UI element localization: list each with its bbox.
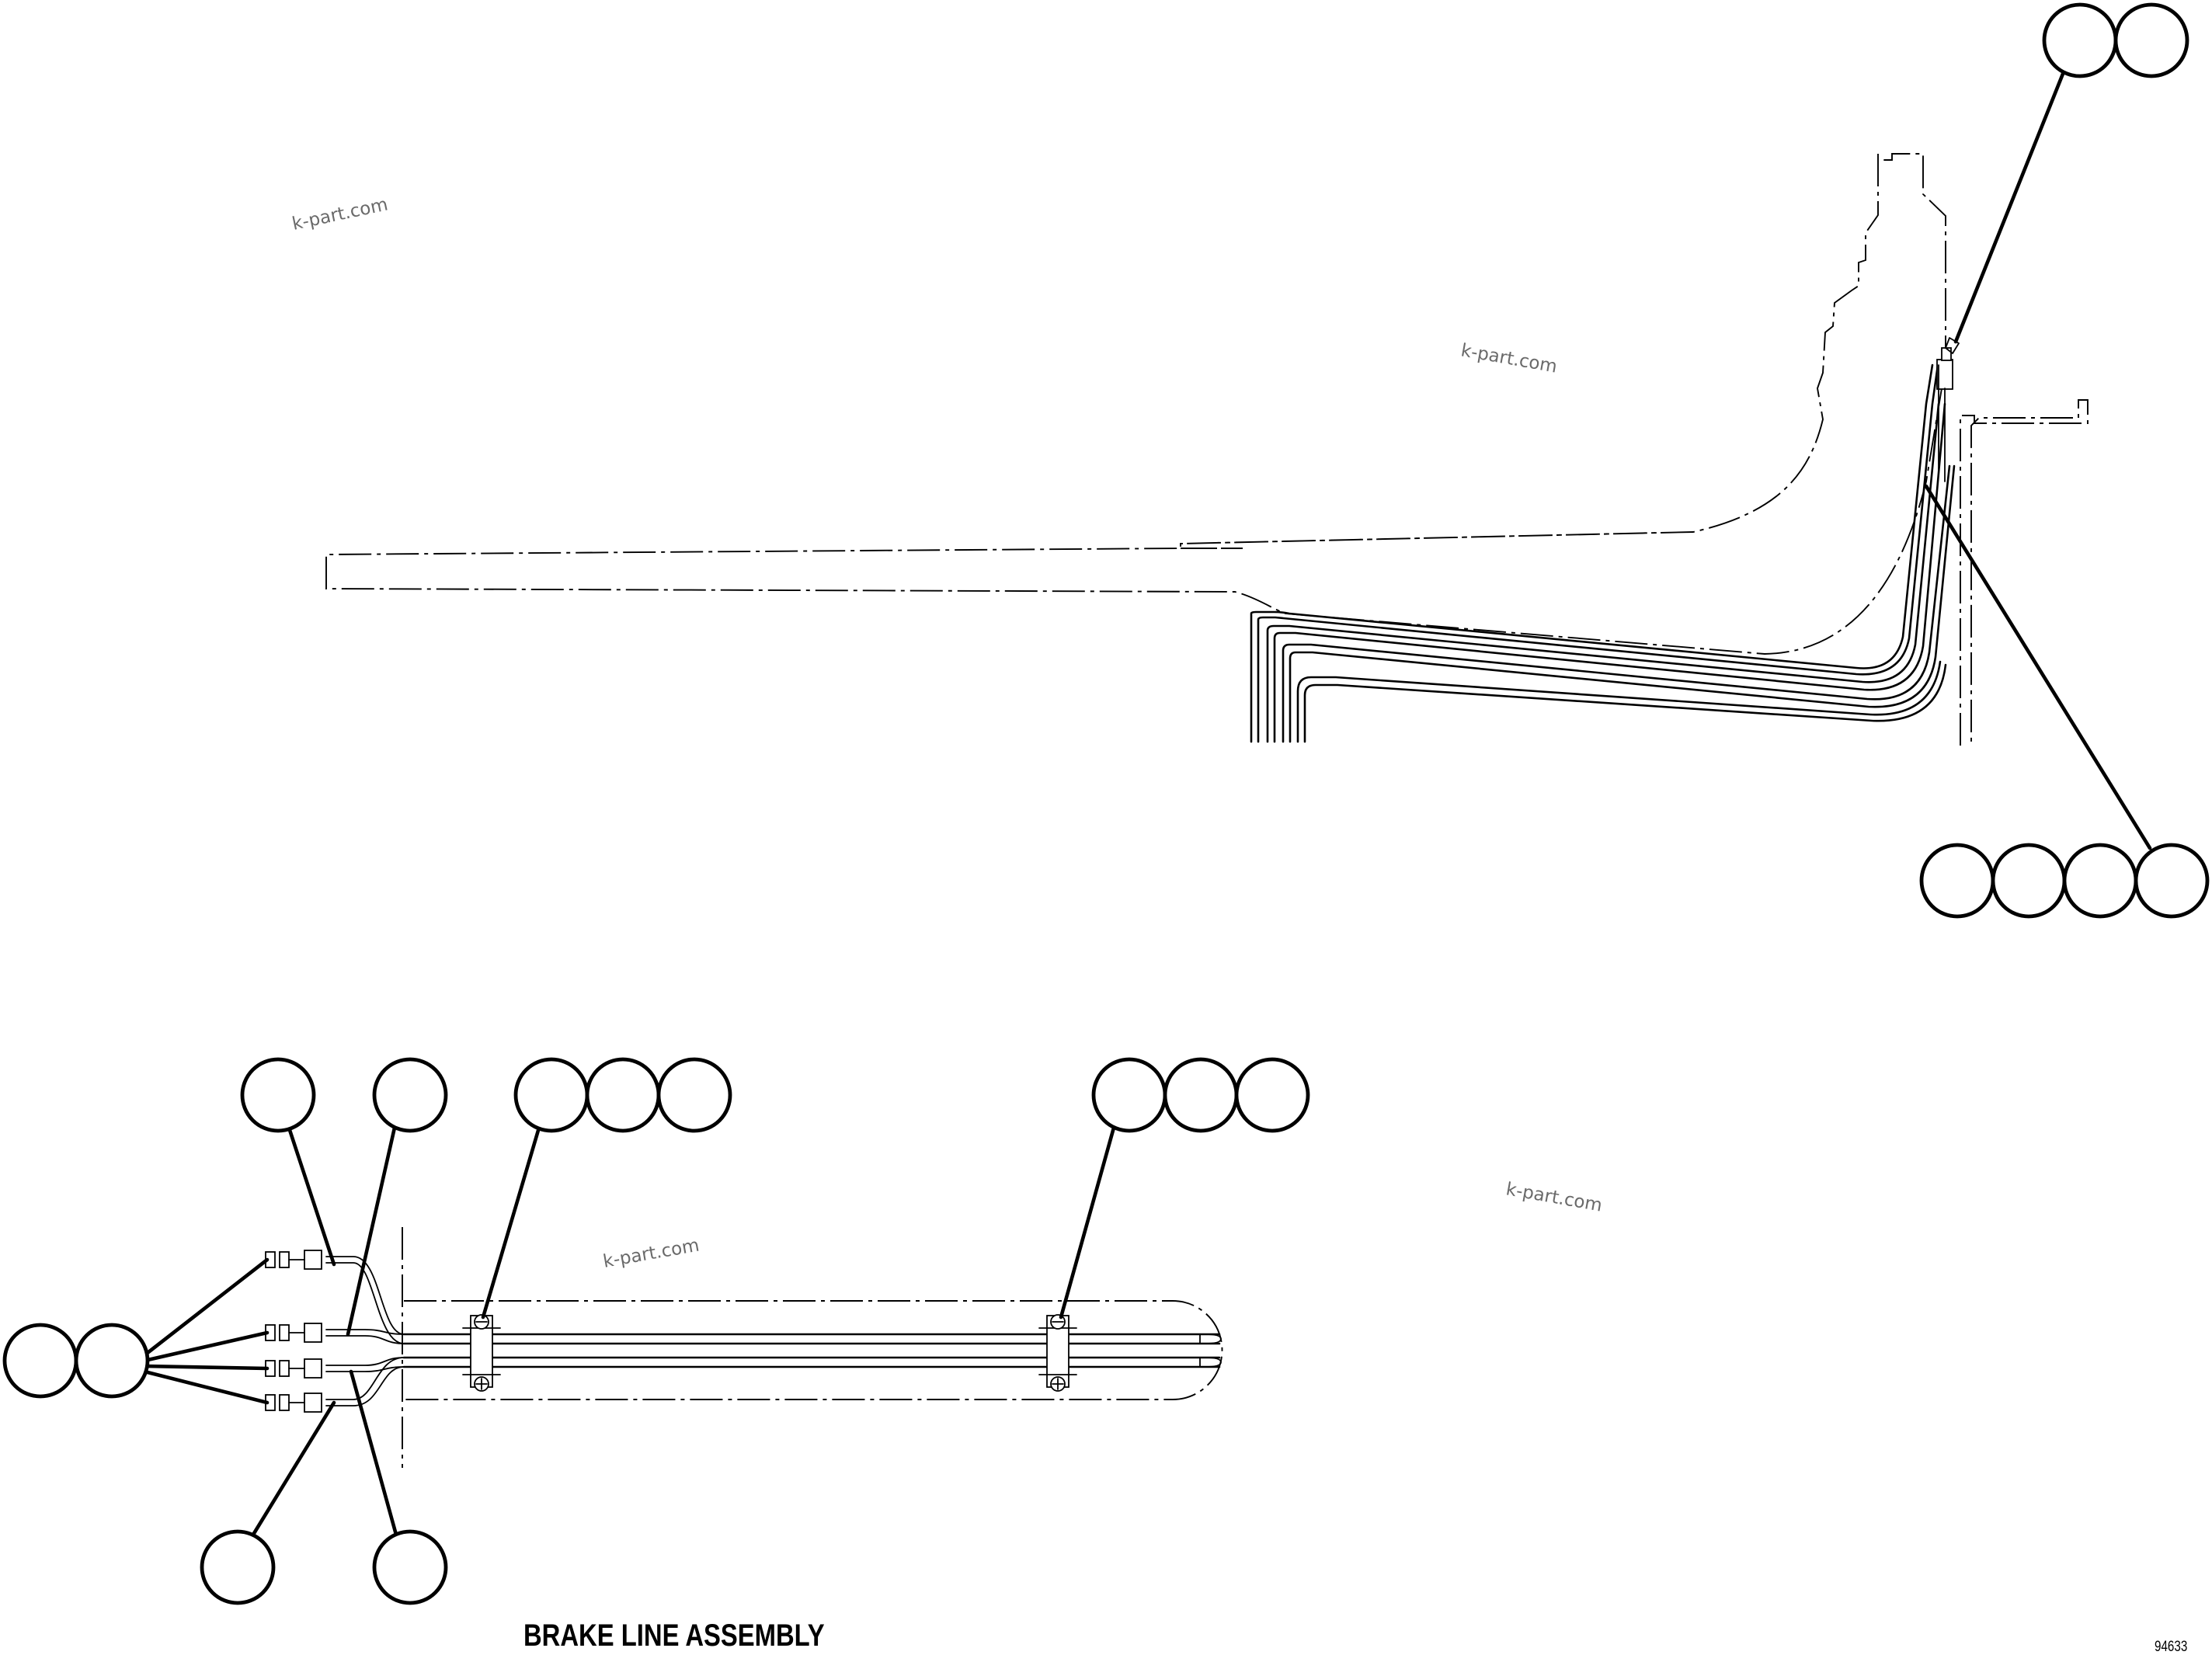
tube-end — [1205, 1333, 1222, 1344]
fitting-callouts — [2042, 2, 2189, 78]
callout-bubble — [200, 1529, 276, 1605]
brake-tube-1 — [1250, 363, 1934, 743]
upper-view — [325, 2, 2210, 919]
brake-tube-2-inner — [1273, 402, 1946, 743]
lower-tube-bundle — [402, 1333, 1222, 1368]
diagram-title: BRAKE LINE ASSEMBLY — [523, 1619, 825, 1653]
callout-bubble — [1234, 1057, 1310, 1133]
brake-tube-2 — [1266, 402, 1940, 743]
rail-outline-lower — [404, 1300, 1223, 1400]
rear-clamp — [1038, 1314, 1077, 1392]
lower-view — [2, 1057, 1310, 1605]
fitting-nut — [1936, 359, 1953, 390]
fitting-elbow — [1945, 337, 1960, 354]
front-clamp — [462, 1314, 501, 1392]
callout-bubble — [656, 1057, 732, 1133]
front-clamp-callouts — [513, 1057, 732, 1133]
brake-tube-3-inner — [1289, 464, 1956, 743]
fitting-4 — [265, 1393, 322, 1413]
brake-tube-4-inner — [1303, 663, 1947, 743]
rear-clamp-callouts — [1091, 1057, 1310, 1133]
callout-bubble — [2062, 843, 2138, 919]
lower-leaders — [142, 1125, 1116, 1537]
fitting-2 — [265, 1323, 322, 1343]
upper-fitting-callout-a — [240, 1057, 316, 1133]
leader-brake-line — [1924, 484, 2152, 850]
callout-bubble — [372, 1057, 448, 1133]
brake-tube-4 — [1296, 660, 1942, 743]
fanned-tubes — [325, 1256, 405, 1406]
figure-number: 94633 — [2155, 1639, 2188, 1655]
watermark: k-part.com — [1504, 1179, 1604, 1215]
watermark: k-part.com — [1459, 340, 1559, 377]
watermark: k-part.com — [602, 1236, 701, 1272]
upper-fitting — [1936, 337, 1960, 482]
brake-tube-3 — [1282, 464, 1951, 743]
tube-fittings — [265, 1250, 322, 1413]
brake-line-callouts — [1919, 843, 2210, 919]
callout-bubble — [1091, 1057, 1167, 1133]
fitting-1 — [265, 1250, 322, 1270]
callout-bubble — [2042, 2, 2118, 78]
callout-bubble — [1163, 1057, 1239, 1133]
callout-bubble — [1919, 843, 1995, 919]
callout-bubble — [2134, 843, 2210, 919]
watermarks: k-part.com k-part.com k-part.com k-part.… — [290, 194, 1604, 1272]
lower-fitting-callout-b — [372, 1529, 448, 1605]
tube-end — [1205, 1357, 1222, 1368]
mounting-bracket — [1960, 399, 2089, 746]
callout-bubble — [74, 1323, 150, 1399]
fitting-body — [1941, 347, 1952, 361]
leader-fitting — [1953, 68, 2067, 344]
fitting-3 — [265, 1358, 322, 1379]
callout-bubble — [372, 1529, 448, 1605]
callout-bubble — [2113, 2, 2189, 78]
brake-tube-1-inner — [1257, 363, 1939, 743]
callout-bubble — [240, 1057, 316, 1133]
callout-bubble — [1991, 843, 2067, 919]
upper-fitting-callout-b — [372, 1057, 448, 1133]
watermark: k-part.com — [290, 194, 390, 234]
frame-rail-outline — [325, 153, 1946, 655]
lower-fitting-callout-a — [200, 1529, 276, 1605]
callout-bubble — [513, 1057, 590, 1133]
left-fitting-callouts — [2, 1323, 150, 1399]
brake-line-bundle — [1250, 363, 1956, 743]
callout-bubble — [585, 1057, 661, 1133]
callout-bubble — [2, 1323, 78, 1399]
